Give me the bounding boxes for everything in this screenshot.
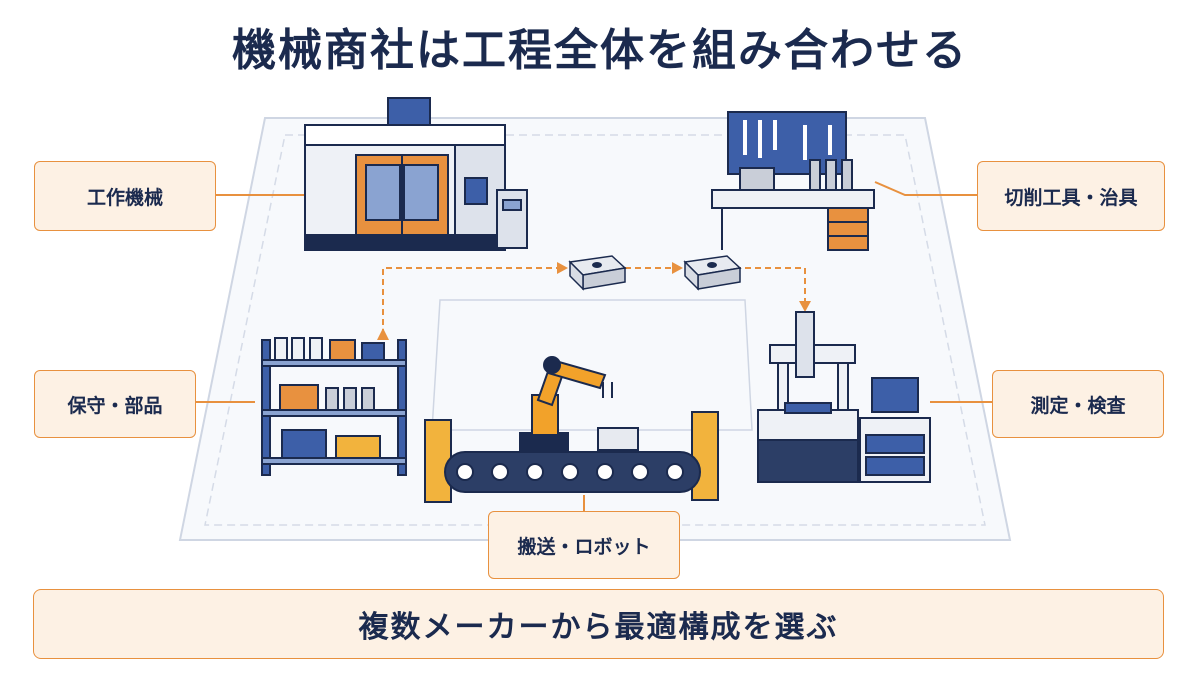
label-transport-robot: 搬送・ロボット — [488, 511, 680, 579]
tool-bench-icon — [711, 111, 875, 251]
parts-shelf-icon — [261, 337, 407, 476]
cmm-machine-icon — [757, 311, 931, 483]
robot-arm-icon — [519, 356, 613, 452]
arrow-head-right-1 — [557, 262, 568, 274]
bottom-banner: 複数メーカーから最適構成を選ぶ — [33, 589, 1164, 659]
cnc-machine-icon — [304, 97, 528, 251]
label-maintenance-parts: 保守・部品 — [34, 370, 196, 438]
flow-arrows — [382, 267, 806, 335]
floor-inner-path — [204, 134, 986, 526]
label-cutting-tools: 切削工具・治具 — [977, 161, 1165, 231]
arrow-head-down — [799, 301, 811, 312]
center-zone — [431, 299, 753, 431]
page-title: 機械商社は工程全体を組み合わせる — [232, 25, 968, 76]
label-measurement: 測定・検査 — [992, 370, 1164, 438]
label-machine-tools: 工作機械 — [34, 161, 216, 231]
arrow-head-right-2 — [672, 262, 683, 274]
workpiece-2 — [683, 255, 742, 291]
label-connectors — [196, 181, 992, 511]
conveyor-icon — [424, 411, 719, 503]
arrow-head-up — [377, 328, 389, 340]
workpiece-1 — [568, 255, 627, 291]
